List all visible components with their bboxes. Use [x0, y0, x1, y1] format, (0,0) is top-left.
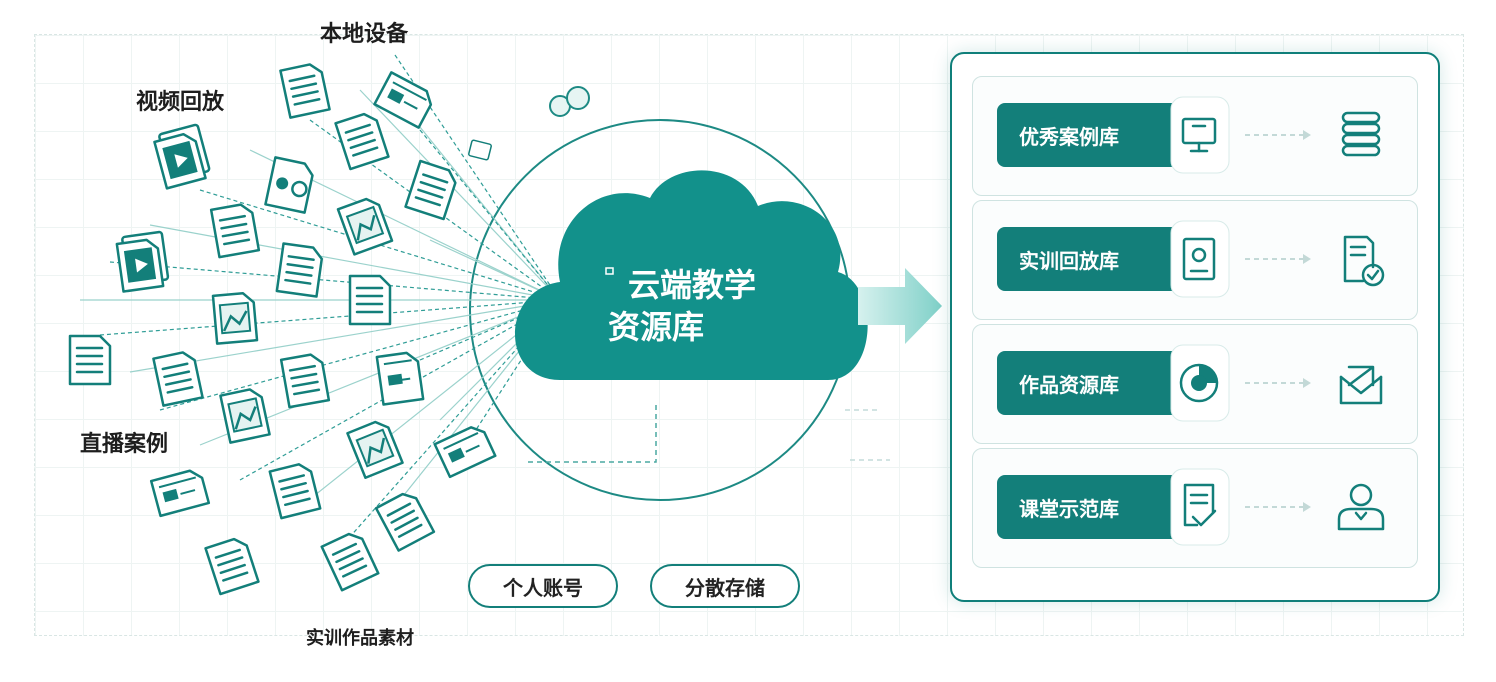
icon-tile: [1170, 96, 1230, 174]
dashed-connector: [845, 409, 890, 461]
label-video-playback: 视频回放: [136, 90, 225, 115]
document-icon: [404, 159, 457, 221]
library-card: 优秀案例库: [972, 76, 1418, 196]
document-icon: [209, 203, 261, 259]
library-card: 课堂示范库: [972, 448, 1418, 568]
image-file-icon: [336, 197, 394, 256]
small-square-icon: [605, 267, 614, 275]
ray-line: [129, 299, 561, 373]
document-icon: [320, 532, 380, 592]
document-icon: [279, 353, 331, 409]
cloud-title-line1: 云端教学: [628, 266, 757, 304]
checklist-icon: [1183, 483, 1217, 527]
arrow-head-icon: [1303, 378, 1311, 388]
document-icon: [275, 242, 324, 298]
document-icon: [279, 63, 331, 119]
video-file-icon: [115, 230, 170, 293]
cloud-title-line2: 资源库: [608, 308, 705, 346]
library-row-icons: [1170, 344, 1383, 422]
library-row-icons: [1170, 220, 1385, 298]
arrow-head-icon: [1303, 254, 1311, 264]
arrow-head-icon: [1303, 502, 1311, 512]
ray-line: [109, 261, 561, 301]
document-icon: [348, 274, 392, 326]
library-row-icons: [1170, 468, 1385, 546]
monitor-icon: [1181, 117, 1217, 153]
document-icon: [468, 139, 492, 161]
icon-tile: [1170, 468, 1230, 546]
document-icon: [152, 351, 204, 407]
library-label: 课堂示范库: [997, 475, 1201, 539]
badge-personal-account: 个人账号: [468, 564, 618, 608]
document-icon: [204, 537, 260, 596]
badge-distributed-storage: 分散存储: [650, 564, 800, 608]
image-file-icon: [219, 388, 271, 444]
label-live-cases: 直播案例: [80, 432, 169, 457]
id-card-icon: [1182, 237, 1216, 281]
database-icon: [1341, 111, 1381, 157]
label-local-device: 本地设备: [320, 22, 409, 47]
ray-line: [289, 299, 561, 516]
library-panel: 优秀案例库 实训回放库 作品资源库 课堂示范库: [950, 52, 1440, 602]
document-check-icon: [1343, 235, 1385, 287]
library-card: 实训回放库: [972, 200, 1418, 320]
cloud-shape: [515, 170, 868, 380]
library-label: 实训回放库: [997, 227, 1201, 291]
document-icon: [433, 426, 497, 479]
chart-refresh-icon: [1179, 363, 1219, 403]
library-row-icons: [1170, 96, 1381, 174]
document-icon: [374, 492, 436, 552]
document-icon: [373, 71, 433, 129]
dashed-connector: [528, 402, 657, 463]
document-icon: [264, 156, 314, 214]
document-icon: [334, 112, 390, 171]
icon-tile: [1170, 220, 1230, 298]
flow-arrow-icon: [858, 268, 942, 344]
user-icon: [1337, 483, 1385, 531]
document-icon: [375, 351, 425, 406]
video-file-icon: [153, 123, 211, 190]
label-training-works: 实训作品素材: [306, 628, 414, 649]
ray-line: [419, 129, 561, 301]
library-label: 作品资源库: [997, 351, 1201, 415]
document-icon: [211, 291, 259, 345]
ray-line: [359, 89, 561, 301]
arrow-head-icon: [1303, 130, 1311, 140]
document-icon: [149, 469, 211, 518]
library-card: 作品资源库: [972, 324, 1418, 444]
bubble-icon: [566, 86, 590, 110]
document-icon: [268, 463, 322, 520]
image-file-icon: [346, 420, 404, 479]
library-label: 优秀案例库: [997, 103, 1201, 167]
document-icon: [68, 334, 112, 386]
ray-line: [159, 299, 561, 411]
envelope-icon: [1339, 365, 1383, 405]
